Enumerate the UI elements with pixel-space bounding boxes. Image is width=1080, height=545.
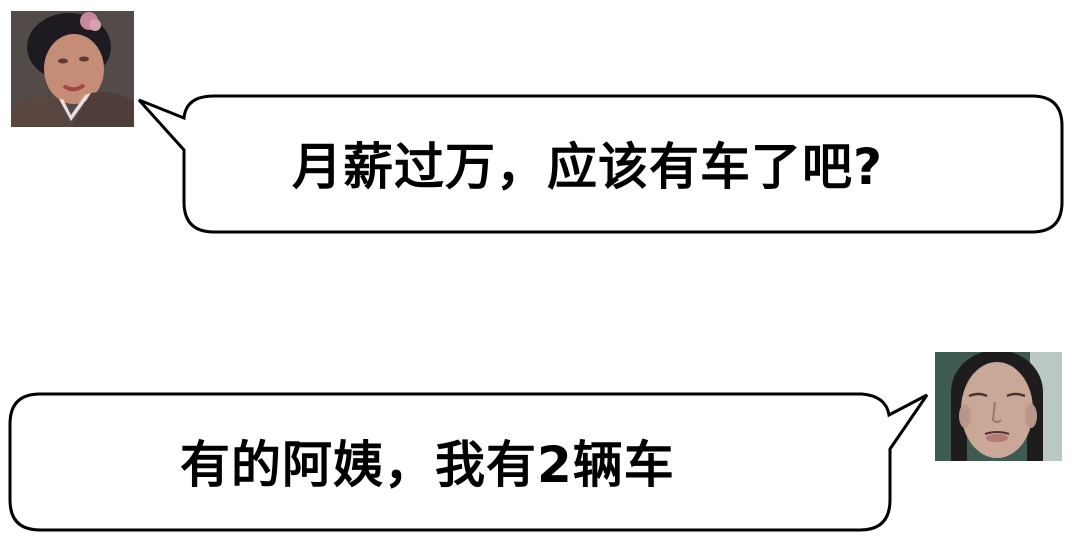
speech-bubble-young-man xyxy=(8,392,929,532)
young-man-avatar xyxy=(935,352,1062,461)
speech-bubble-aunt xyxy=(137,94,1064,234)
elderly-woman-avatar xyxy=(11,11,134,127)
message-text-young-man: 有的阿姨，我有2辆车 xyxy=(180,436,675,494)
message-text-aunt: 月薪过万，应该有车了吧? xyxy=(292,138,884,196)
